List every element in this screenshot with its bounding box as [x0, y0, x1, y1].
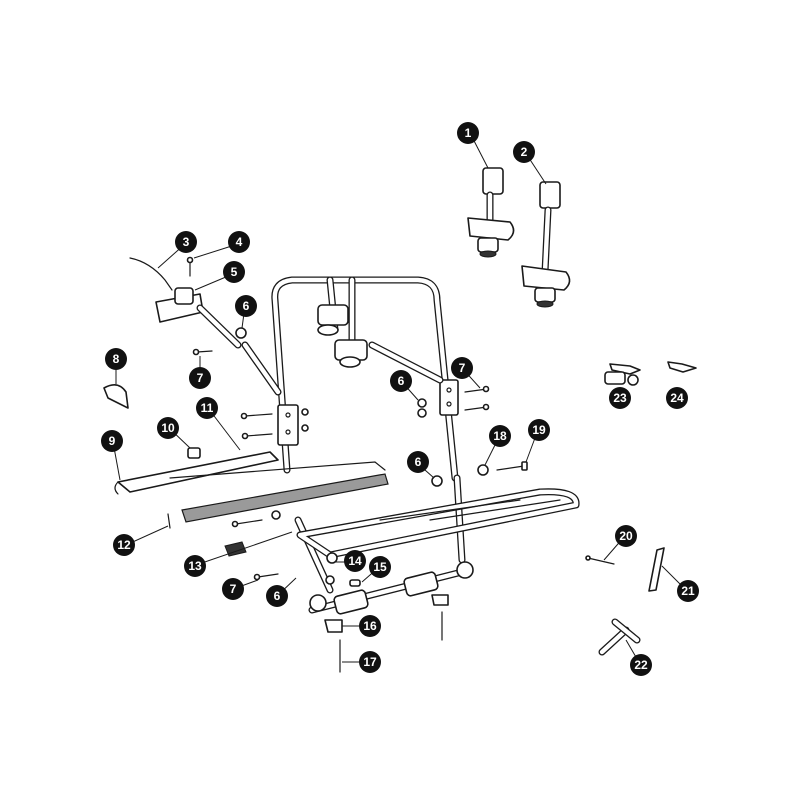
callout-label: 6 [274, 589, 281, 603]
part-10-knob [187, 447, 201, 459]
callout-label: 19 [532, 423, 546, 437]
callout-22: 22 [630, 654, 652, 676]
callout-9: 9 [101, 430, 123, 452]
part-19-bolt [496, 461, 528, 471]
callout-18: 18 [489, 425, 511, 447]
callout-label: 5 [231, 265, 238, 279]
callout-12: 12 [113, 534, 135, 556]
callout-label: 6 [398, 374, 405, 388]
callout-label: 20 [619, 529, 633, 543]
part-18-washer [477, 464, 489, 476]
callout-label: 17 [363, 655, 377, 669]
callout-1: 1 [457, 122, 479, 144]
callout-10: 10 [157, 417, 179, 439]
callout-label: 7 [197, 371, 204, 385]
callout-13: 13 [184, 555, 206, 577]
part-13-sticker [224, 541, 247, 557]
callout-label: 7 [459, 361, 466, 375]
callout-19: 19 [528, 419, 550, 441]
part-20-pin [585, 555, 615, 565]
callout-11: 11 [196, 397, 218, 419]
callout-label: 23 [613, 391, 627, 405]
callout-label: 6 [243, 299, 250, 313]
callout-6c: 6 [407, 451, 429, 473]
callout-14: 14 [344, 550, 366, 572]
part-3-strap [129, 257, 173, 291]
callout-21: 21 [677, 580, 699, 602]
callout-5: 5 [223, 261, 245, 283]
callout-2: 2 [513, 141, 535, 163]
callout-24: 24 [666, 387, 688, 409]
callout-label: 15 [373, 560, 387, 574]
callout-label: 12 [117, 538, 131, 552]
callout-label: 16 [363, 619, 377, 633]
callout-15: 15 [369, 556, 391, 578]
callout-label: 21 [681, 584, 695, 598]
callout-label: 11 [201, 401, 214, 415]
callout-23: 23 [609, 387, 631, 409]
lower-platform [296, 488, 580, 559]
callout-label: 3 [183, 235, 190, 249]
callout-3: 3 [175, 231, 197, 253]
callout-label: 9 [109, 434, 116, 448]
bottom-crossbar [308, 561, 474, 615]
callout-label: 4 [236, 235, 243, 249]
callout-7c: 7 [222, 578, 244, 600]
part-7-bolts [192, 348, 490, 581]
callout-label: 8 [113, 352, 120, 366]
part-16-brackets [324, 594, 449, 633]
callout-7a: 7 [189, 367, 211, 389]
callout-8: 8 [105, 348, 127, 370]
part-5-clamp [155, 287, 242, 349]
callout-4: 4 [228, 231, 250, 253]
callout-label: 22 [634, 658, 648, 672]
part-15-spacer [349, 579, 361, 587]
callout-label: 1 [465, 126, 472, 140]
callouts: 1 2 3 4 5 6 6 6 6 7 7 7 8 9 10 11 12 13 … [101, 122, 699, 676]
part-24-key [667, 361, 697, 373]
part-12-end-cap [167, 513, 171, 529]
part-2-frame-holder-long [521, 181, 571, 308]
part-23-lock-and-key [604, 363, 641, 386]
callout-label: 6 [415, 455, 422, 469]
part-17-long-bolts [339, 611, 443, 673]
callout-label: 2 [521, 145, 528, 159]
part-8-strap [103, 384, 129, 409]
callout-label: 24 [670, 391, 684, 405]
part-6-nuts [235, 327, 443, 564]
callout-label: 7 [230, 582, 237, 596]
part-22-t-wrench [598, 618, 641, 656]
callout-6a: 6 [235, 295, 257, 317]
callout-6d: 6 [266, 585, 288, 607]
part-1-frame-holder-short [467, 167, 515, 258]
part-14-washer [325, 575, 335, 585]
frame-clamps [317, 276, 444, 384]
callout-label: 10 [161, 421, 175, 435]
callout-16: 16 [359, 615, 381, 637]
callout-7b: 7 [451, 357, 473, 379]
callout-20: 20 [615, 525, 637, 547]
callout-6b: 6 [390, 370, 412, 392]
callout-label: 13 [188, 559, 202, 573]
part-11-wheel-tray [169, 461, 389, 523]
callout-label: 14 [348, 554, 362, 568]
part-9-wheel-bracket [114, 451, 279, 495]
part-4-screw [186, 256, 194, 277]
callout-label: 18 [493, 429, 507, 443]
callout-17: 17 [359, 651, 381, 673]
part-21-tool [648, 547, 665, 592]
